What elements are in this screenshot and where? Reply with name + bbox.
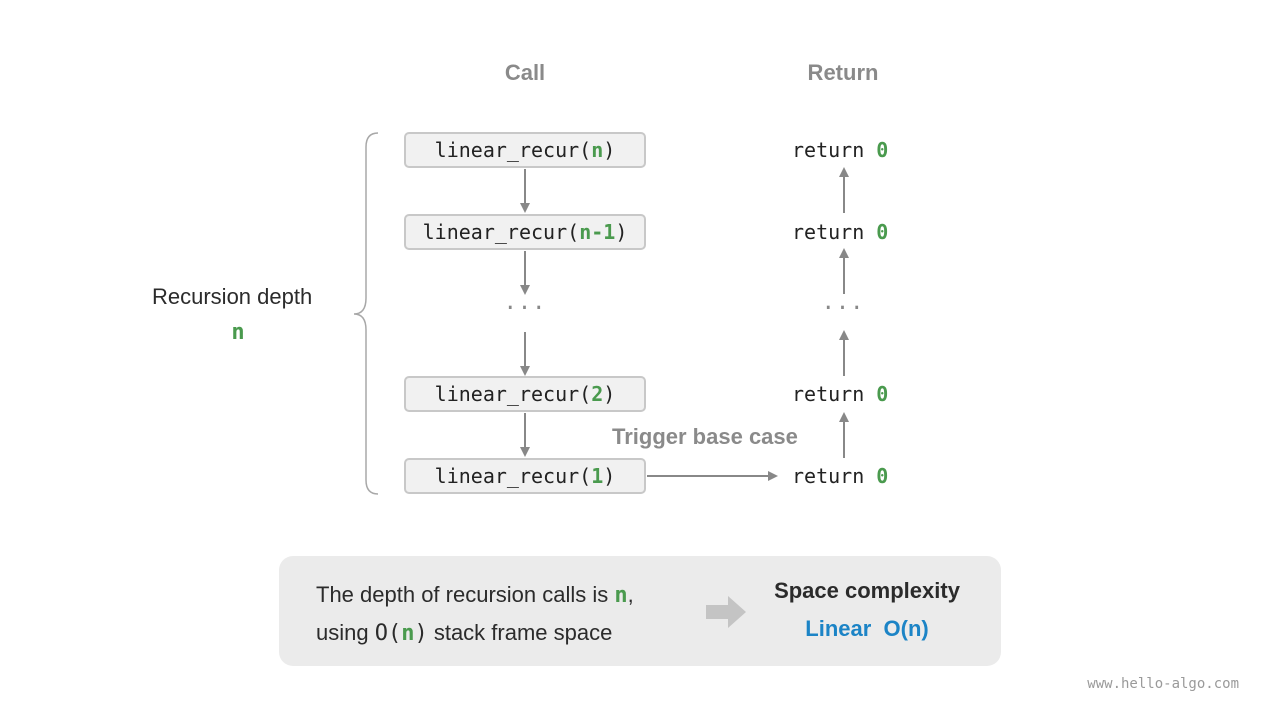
space-complexity-title: Space complexity [774, 578, 960, 603]
summary-text-part: using [316, 620, 375, 645]
summary-var: n [401, 621, 415, 646]
return-statement: return 0 [792, 214, 888, 250]
return-keyword: return [792, 138, 877, 162]
return-keyword: return [792, 220, 877, 244]
summary-text: The depth of recursion calls is n, using… [316, 576, 634, 652]
summary-var: n [614, 583, 628, 608]
summary-text-part: The depth of recursion calls is [316, 582, 615, 607]
depth-brace [353, 132, 379, 495]
call-fn-name: linear_recur( [422, 220, 580, 244]
return-value: 0 [876, 464, 889, 488]
return-statement: return 0 [792, 132, 888, 168]
summary-text-part: stack frame space [427, 620, 613, 645]
call-fn-name: linear_recur( [434, 382, 592, 406]
call-fn-name: linear_recur( [434, 138, 592, 162]
call-paren: ) [615, 220, 628, 244]
big-o-close: ) [414, 621, 428, 646]
call-box-n: linear_recur(n) [404, 132, 646, 168]
call-arg: 2 [591, 382, 604, 406]
call-box-1: linear_recur(1) [404, 458, 646, 494]
return-keyword: return [792, 464, 877, 488]
call-fn-name: linear_recur( [434, 464, 592, 488]
call-paren: ) [603, 382, 616, 406]
call-box-2: linear_recur(2) [404, 376, 646, 412]
recursion-depth-label: Recursion depth [152, 284, 313, 309]
call-arg: 1 [591, 464, 604, 488]
watermark: www.hello-algo.com [1087, 676, 1239, 692]
call-paren: ) [603, 138, 616, 162]
trigger-base-case-label: Trigger base case [612, 424, 798, 449]
call-arg: n-1 [579, 220, 616, 244]
return-ellipsis: ··· [821, 296, 865, 321]
return-statement: return 0 [792, 376, 888, 412]
summary-line-1: The depth of recursion calls is n, [316, 576, 634, 614]
call-column-header: Call [504, 60, 546, 85]
return-value: 0 [876, 138, 889, 162]
call-paren: ) [603, 464, 616, 488]
summary-line-2: using O(n) stack frame space [316, 614, 634, 652]
return-column-header: Return [807, 60, 879, 85]
return-value: 0 [876, 382, 889, 406]
return-keyword: return [792, 382, 877, 406]
call-box-n-minus-1: linear_recur(n-1) [404, 214, 646, 250]
right-arrow-icon [706, 596, 746, 628]
space-complexity-value: Linear O(n) [805, 616, 929, 641]
call-ellipsis: ··· [503, 296, 547, 321]
return-statement: return 0 [792, 458, 888, 494]
big-o-open: O( [374, 621, 402, 646]
call-arg: n [591, 138, 604, 162]
recursion-depth-value: n [231, 320, 245, 345]
summary-text-part: , [627, 582, 634, 607]
return-value: 0 [876, 220, 889, 244]
summary-panel [279, 556, 1001, 666]
